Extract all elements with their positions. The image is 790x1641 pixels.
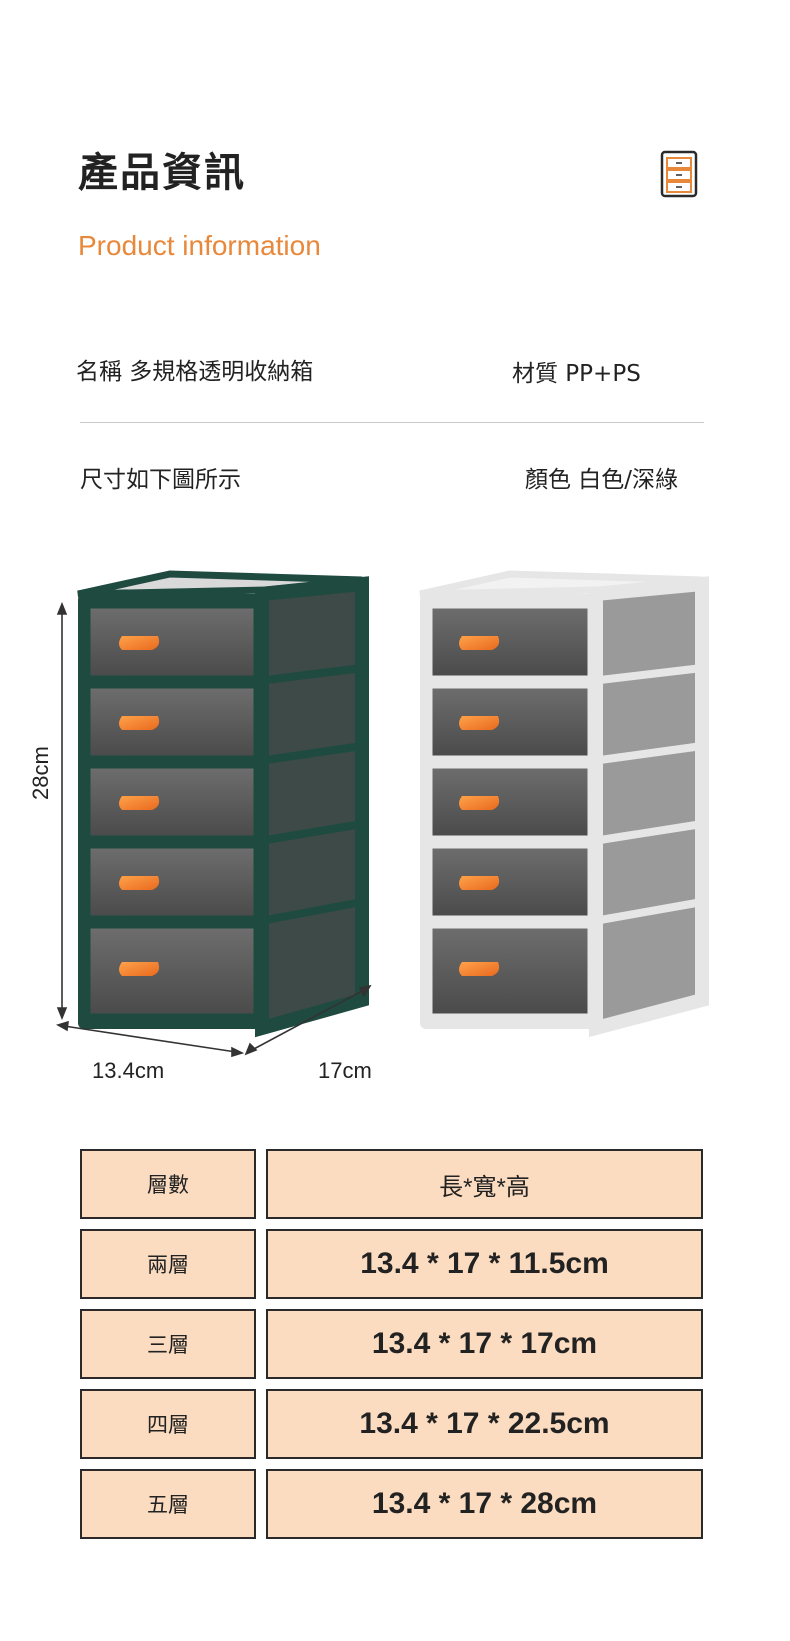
green-drawer — [85, 843, 259, 921]
height-label: 28cm — [28, 746, 53, 800]
product-color: 顏色 白色/深綠 — [525, 467, 679, 493]
green-drawer — [85, 603, 259, 681]
white-drawer — [427, 843, 593, 921]
product-name: 名稱 多規格透明收納箱 — [76, 359, 314, 385]
table-cell-dimensions: 13.4 * 17 * 22.5cm — [266, 1389, 703, 1459]
product-material: 材質 PP+PS — [512, 361, 641, 387]
white-drawer — [427, 603, 593, 681]
white-drawer — [427, 923, 593, 1019]
dimension-arrows — [55, 601, 372, 1058]
table-cell-layers: 四層 — [80, 1389, 256, 1459]
table-cell-dimensions: 13.4 * 17 * 17cm — [266, 1309, 703, 1379]
green-drawer — [85, 683, 259, 761]
table-header-layers: 層數 — [80, 1149, 256, 1219]
depth-label: 17cm — [318, 1058, 372, 1083]
table-cell-dimensions: 13.4 * 17 * 28cm — [266, 1469, 703, 1539]
page-subtitle: Product information — [78, 230, 321, 261]
white-drawer — [427, 683, 593, 761]
drawer-cabinet-icon — [660, 150, 698, 198]
page-title: 產品資訊 — [78, 150, 246, 196]
table-cell-layers: 五層 — [80, 1469, 256, 1539]
green-cabinet — [77, 570, 369, 1038]
green-drawer — [85, 763, 259, 841]
white-drawer — [427, 763, 593, 841]
divider — [80, 422, 704, 423]
green-drawer — [85, 923, 259, 1019]
product-size: 尺寸如下圖所示 — [80, 467, 241, 493]
table-cell-dimensions: 13.4 * 17 * 11.5cm — [266, 1229, 703, 1299]
white-cabinet — [419, 570, 709, 1038]
table-header-dimensions: 長*寬*高 — [266, 1149, 703, 1219]
width-label: 13.4cm — [92, 1058, 165, 1083]
product-image — [55, 570, 709, 1058]
table-cell-layers: 三層 — [80, 1309, 256, 1379]
table-cell-layers: 兩層 — [80, 1229, 256, 1299]
